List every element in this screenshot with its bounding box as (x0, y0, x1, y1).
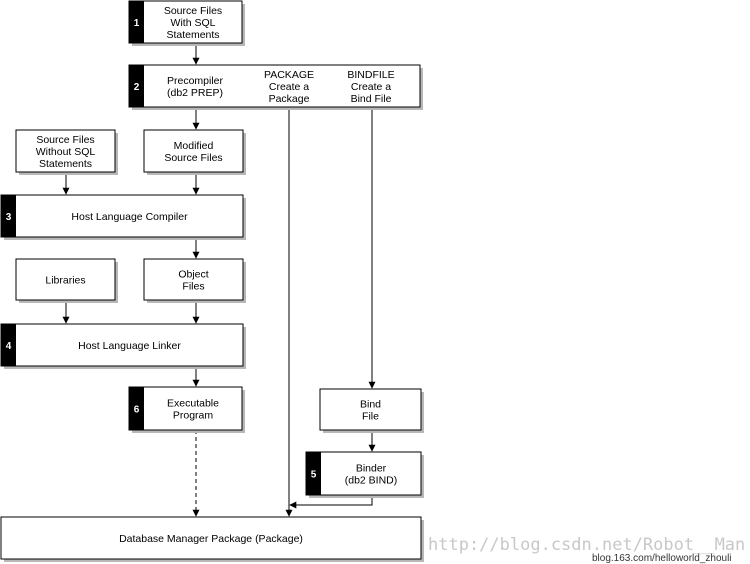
db-package-label-line: Database Manager Package (Package) (119, 533, 303, 545)
source-nosql-frame (15, 129, 116, 173)
source-sql-step-tab (129, 1, 144, 43)
binder-step-number: 5 (311, 470, 317, 481)
package-col-label-line: Create a (269, 81, 309, 93)
connectors (62, 43, 376, 517)
bindfile-col-label-line: BINDFILE (347, 69, 394, 81)
object-files-label-line: Files (182, 281, 204, 293)
compiler-step-tab (1, 195, 16, 237)
executable-step-number: 6 (134, 405, 140, 416)
modified-frame (143, 129, 244, 173)
bindfile-col-label-line: Create a (351, 81, 391, 93)
bindfile-col-label-line: Bind File (351, 93, 392, 105)
precompiler-label-line: (db2 PREP) (167, 87, 223, 99)
precompiler-box: 2 Precompiler(db2 PREP) (128, 64, 423, 110)
linker-label-line: Host Language Linker (78, 340, 181, 352)
netease-watermark: blog.163.com/helloworld_zhouli (592, 553, 732, 564)
bind-file-frame (319, 388, 422, 431)
executable-label-line: Program (173, 410, 214, 422)
compiler-frame (0, 194, 244, 238)
executable-frame (128, 386, 243, 431)
compiler-label-line: Host Language Compiler (71, 211, 188, 223)
executable-label-line: Executable (167, 398, 219, 410)
modified-label-line: Modified (174, 140, 214, 152)
compiler-box: 3 Host Language Compiler (0, 194, 246, 240)
bind-file-label-line: File (362, 411, 379, 423)
binder-box: 5 Binder(db2 BIND) (305, 451, 424, 498)
source-sql-label-line: With SQL (171, 17, 216, 29)
linker-step-tab (1, 324, 16, 366)
source-sql-label-line: Statements (166, 29, 219, 41)
source-nosql-label-line: Statements (39, 158, 92, 170)
source-sql-label-line: Source Files (164, 5, 222, 17)
package-col-label-line: Package (269, 93, 310, 105)
arrow-binder-to-package (289, 495, 373, 509)
compiler-step-number: 3 (6, 212, 12, 223)
linker-step-number: 4 (6, 341, 12, 352)
linker-frame (0, 323, 244, 367)
db-package-box: Database Manager Package (Package) (0, 516, 424, 562)
object-files-label-line: Object (178, 269, 208, 281)
modified-label-line: Source Files (164, 152, 222, 164)
source-sql-frame (128, 0, 243, 44)
db-package-frame (0, 516, 422, 560)
package-col-label-line: PACKAGE (264, 69, 314, 81)
binder-label-line: (db2 BIND) (345, 475, 398, 487)
object-files-frame (143, 258, 244, 301)
precompiler-step-tab (129, 65, 144, 107)
csdn-watermark: http://blog.csdn.net/Robot__Man (428, 535, 745, 555)
libraries-frame (15, 258, 116, 301)
binder-label-line: Binder (356, 463, 387, 475)
source-nosql-label-line: Source Files (36, 134, 94, 146)
libraries-box: Libraries (15, 258, 118, 303)
bind-file-label-line: Bind (360, 399, 381, 411)
libraries-label-line: Libraries (45, 275, 85, 287)
executable-step-tab (129, 387, 144, 430)
linker-box: 4 Host Language Linker (0, 323, 246, 369)
precompiler-step-number: 2 (134, 82, 140, 93)
source-sql-step-number: 1 (134, 18, 140, 29)
binder-step-tab (306, 452, 321, 495)
source-nosql-label-line: Without SQL (36, 146, 96, 158)
precompiler-label-line: Precompiler (167, 75, 224, 87)
precompiler-frame (128, 64, 421, 108)
